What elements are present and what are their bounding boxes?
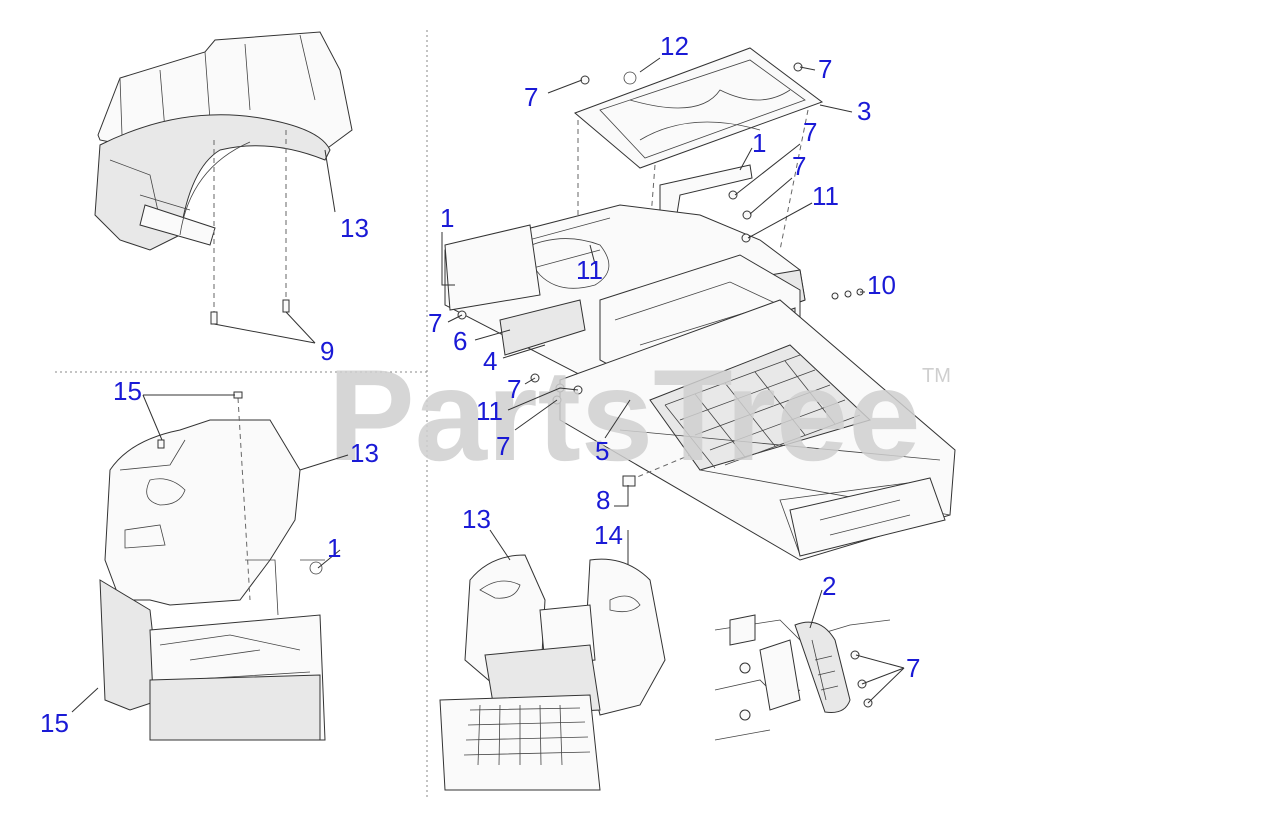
callout-label: 10 [867,270,896,300]
frame-assembly-view [444,47,956,561]
callout-label: 6 [453,326,467,356]
callout-label: 3 [857,96,871,126]
callout-label: 7 [906,653,920,683]
fender-detail-view [94,31,353,325]
callout-label: 8 [596,485,610,515]
callout-label: 15 [113,376,142,406]
callout-label: 12 [660,31,689,61]
callout-label: 7 [428,308,442,338]
watermark: PartsTree TM [328,342,951,488]
watermark-trademark: TM [922,365,951,387]
full-assembly-grid [463,704,591,766]
callout-label: 13 [350,438,379,468]
callout-label: 7 [803,117,817,147]
callout-label: 5 [595,436,609,466]
callout-label: 13 [462,504,491,534]
callout-label: 11 [812,181,839,211]
fender-assembly-view [99,391,326,741]
panel-dividers [55,30,428,800]
callout-label: 4 [483,346,497,376]
callout-labels: 12 7 7 3 1 7 7 11 1 10 11 7 6 4 7 11 7 5… [40,31,920,738]
callout-label: 13 [340,213,369,243]
callout-label: 9 [320,336,334,366]
bracket-detail-view [714,610,891,750]
full-assembly-view [439,554,666,791]
callout-label: 1 [327,533,341,563]
callout-label: 1 [752,128,766,158]
watermark-text: PartsTree [328,342,921,488]
callout-label: 15 [40,708,69,738]
callout-label: 1 [440,203,454,233]
callout-label: 7 [496,431,510,461]
callout-label: 2 [822,571,836,601]
callout-label: 7 [524,82,538,112]
callout-label: 11 [476,396,503,426]
callout-label: 11 [576,255,603,285]
callout-label: 14 [594,520,623,550]
leader-lines [71,57,905,713]
callout-label: 7 [792,151,806,181]
callout-label: 7 [818,54,832,84]
callout-label: 7 [507,374,521,404]
